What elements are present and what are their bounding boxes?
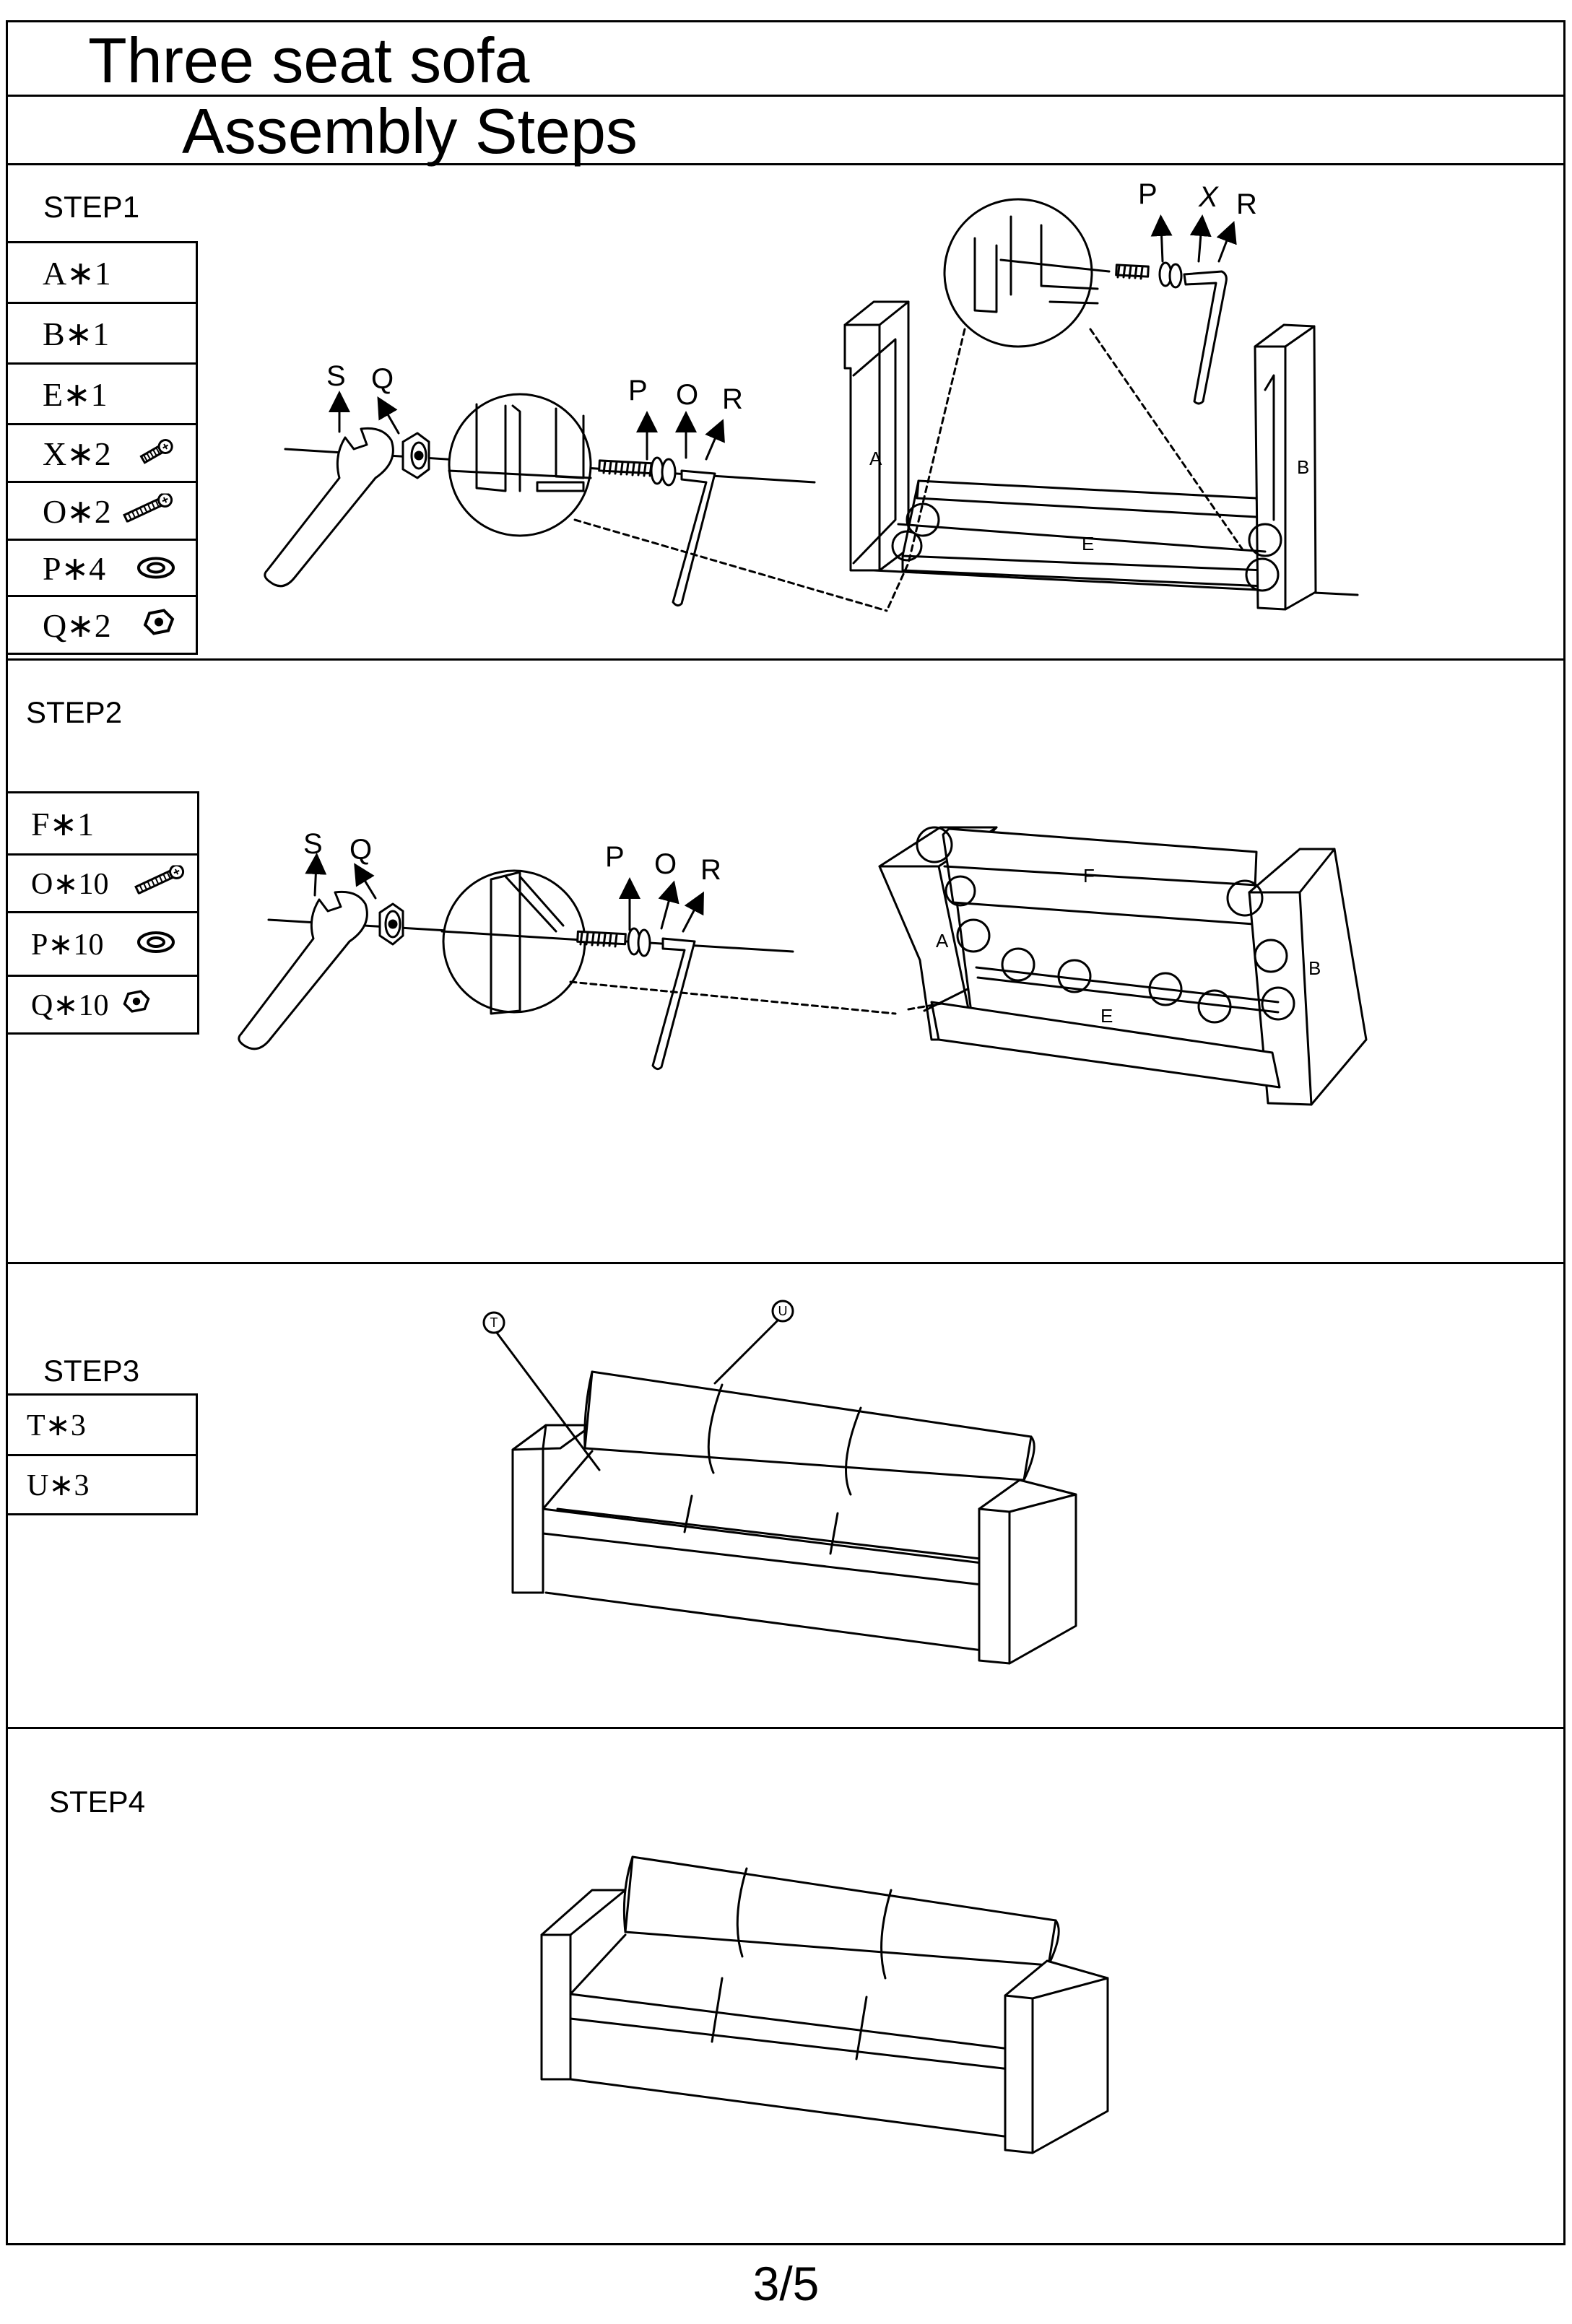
part-label-f: F (1083, 865, 1095, 887)
table-row: A∗1 (6, 241, 198, 304)
step1-divider (6, 658, 1566, 661)
part-count: U∗3 (27, 1468, 90, 1502)
detail-circle (943, 198, 1111, 348)
callout-p: P (1138, 178, 1158, 210)
part-count: P∗10 (31, 928, 104, 962)
part-count: A∗1 (43, 254, 111, 292)
callout-r: R (700, 854, 721, 886)
callout-s: S (303, 828, 323, 860)
page-number: 3/5 (752, 2257, 820, 2310)
wrench-icon (264, 427, 394, 588)
washer-icon (136, 927, 175, 962)
part-label-a: A (869, 448, 882, 469)
detail-circle (440, 869, 586, 1015)
long-bolt-icon (132, 863, 187, 902)
step2-label: STEP2 (26, 695, 123, 729)
part-count: B∗1 (43, 315, 110, 352)
callout-p: P (605, 841, 625, 873)
table-row: Q∗2 (6, 595, 198, 655)
step3-label: STEP3 (43, 1354, 140, 1388)
title-divider (6, 95, 1566, 97)
step3-parts-table: T∗3 U∗3 (6, 1393, 198, 1515)
step4-label: STEP4 (49, 1785, 146, 1819)
callout-o: O (654, 848, 677, 880)
page-title: Three seat sofa (88, 25, 530, 96)
step2-parts-table: F∗1 O∗10 P∗10 Q∗10 (6, 791, 199, 1035)
detail-circle (448, 393, 592, 537)
page-frame (6, 20, 1566, 2245)
table-row: O∗10 (6, 853, 199, 913)
step1-label: STEP1 (43, 190, 140, 224)
step3-divider (6, 1727, 1566, 1729)
step1-hardware-view (264, 391, 888, 612)
callout-o: O (676, 379, 698, 411)
part-count: T∗3 (27, 1409, 86, 1442)
table-row: T∗3 (6, 1393, 198, 1456)
part-count: F∗1 (31, 805, 95, 843)
header-divider (6, 163, 1566, 165)
step1-frame-view (843, 198, 1359, 612)
callout-x: X (1198, 181, 1219, 213)
long-bolt-icon (121, 492, 175, 530)
washer-icon (136, 549, 175, 587)
callout-r: R (722, 383, 743, 415)
allen-key-icon (672, 469, 716, 607)
nut-icon (122, 988, 151, 1022)
short-bolt-icon (138, 434, 175, 472)
part-count: P∗4 (43, 549, 106, 587)
nut-icon (401, 432, 430, 479)
step2-frame-view (878, 826, 1368, 1106)
step4-sofa-view (540, 1855, 1109, 2154)
step2-divider (6, 1262, 1566, 1264)
table-row: X∗2 (6, 423, 198, 483)
part-count: O∗2 (43, 492, 111, 530)
table-row: P∗10 (6, 911, 199, 977)
part-label-b: B (1308, 957, 1321, 979)
part-label-b: B (1297, 456, 1309, 478)
callout-t: T (490, 1315, 498, 1330)
callout-r: R (1236, 188, 1257, 220)
part-count: Q∗10 (31, 988, 109, 1022)
bolt-icon (598, 459, 661, 477)
step2-hardware-view (238, 853, 897, 1071)
washer-icon (650, 456, 677, 487)
table-row: U∗3 (6, 1454, 198, 1515)
table-row: P∗4 (6, 539, 198, 597)
nut-icon (142, 606, 175, 644)
callout-q: Q (371, 363, 394, 395)
part-label-e: E (1100, 1005, 1113, 1027)
part-count: E∗1 (43, 375, 108, 413)
part-label-e: E (1082, 533, 1094, 554)
part-count: X∗2 (43, 435, 111, 472)
part-count: Q∗2 (43, 606, 111, 644)
table-row: F∗1 (6, 791, 199, 856)
wrench-icon (238, 890, 368, 1050)
callout-u: U (778, 1304, 788, 1318)
step1-parts-table: A∗1 B∗1 E∗1 X∗2 O∗2 P∗4 Q∗2 (6, 241, 198, 655)
callout-p: P (628, 375, 648, 406)
callout-s: S (326, 360, 346, 392)
nut-icon (378, 902, 404, 946)
table-row: E∗1 (6, 362, 198, 425)
page-subtitle: Assembly Steps (182, 95, 638, 167)
table-row: B∗1 (6, 302, 198, 365)
step3-sofa-view (482, 1300, 1077, 1665)
table-row: Q∗10 (6, 975, 199, 1035)
table-row: O∗2 (6, 481, 198, 541)
callout-q: Q (349, 834, 372, 866)
part-count: O∗10 (31, 867, 109, 901)
part-label-a: A (936, 930, 949, 952)
